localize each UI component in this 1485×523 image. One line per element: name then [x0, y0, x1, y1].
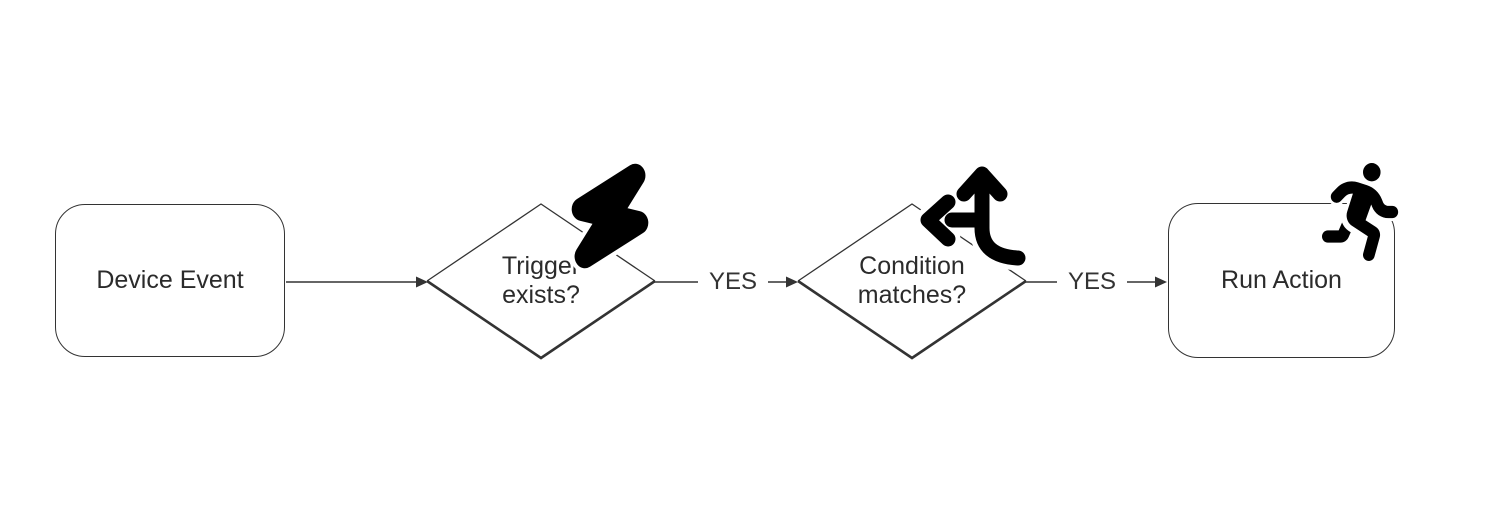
- condition-label-line1: Condition: [859, 252, 965, 280]
- edge-label-yes-1: YES: [698, 268, 768, 296]
- node-run-action-label: Run Action: [1221, 266, 1342, 294]
- trigger-label-line1: Trigger: [501, 252, 581, 280]
- person-running-icon: [1319, 160, 1404, 264]
- node-condition-matches-label: Condition matches?: [797, 203, 1027, 359]
- diamond-shape: [797, 203, 1027, 360]
- edge-label-yes-2: YES: [1057, 268, 1127, 296]
- lightning-bolt-icon: [567, 159, 653, 273]
- condition-label-line2: matches?: [857, 281, 967, 309]
- arrowhead-icon: [1155, 276, 1167, 288]
- edge-device-to-trigger: [286, 276, 428, 288]
- trigger-label-line2: exists?: [502, 281, 580, 309]
- node-device-event-label: Device Event: [96, 266, 244, 294]
- node-trigger-exists-label: Trigger exists?: [426, 203, 656, 359]
- node-device-event: Device Event: [55, 204, 285, 357]
- split-arrows-icon: [915, 161, 1031, 271]
- node-condition-matches: Condition matches?: [797, 203, 1027, 360]
